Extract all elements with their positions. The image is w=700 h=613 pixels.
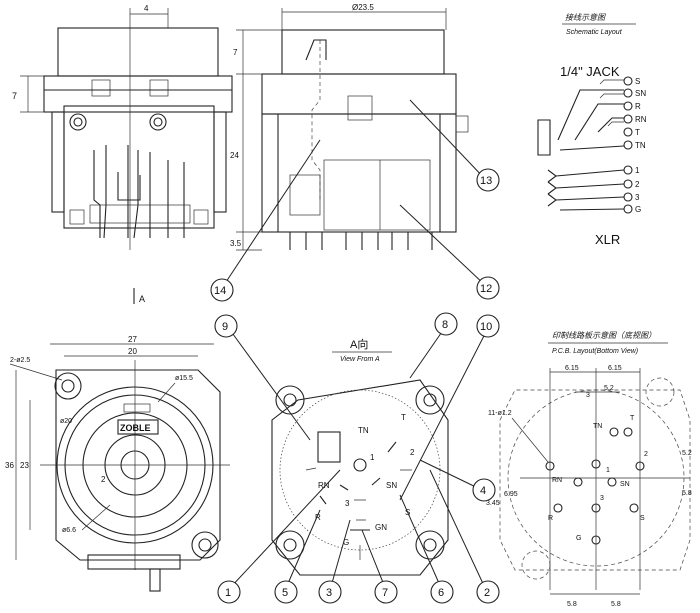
front-face-view: 27 20 2-ø2.5 ZOBLE ø15.5 ø20 ø6.6 2 36 2… [5, 335, 230, 592]
pcb-dim-bottom-right: 5.8 [611, 601, 621, 608]
side-height-bottom-label: 3.5 [230, 239, 242, 248]
callout-8: 8 [442, 319, 448, 331]
bottom-height-inner-label: 23 [20, 461, 29, 470]
schematic-title-cn: 接线示意图 [565, 13, 606, 22]
callout-2: 2 [484, 587, 490, 599]
pcb-pin-t: T [630, 415, 635, 422]
xlr-pin-2: 2 [635, 180, 640, 189]
jack-pin-rn: RN [635, 115, 647, 124]
schematic-title-en: Schematic Layout [566, 29, 623, 36]
view-a-pin-tn: TN [358, 426, 369, 435]
xlr-pin-g: G [635, 205, 641, 214]
side-height-mid-label: 24 [230, 151, 239, 160]
pcb-dim-top-left: 6.15 [565, 365, 579, 372]
pcb-dim-holes: 11-ø1.2 [488, 410, 512, 417]
view-a-pin-1: 1 [370, 453, 375, 462]
view-a-pin-t: T [401, 413, 406, 422]
view-a-pin-sn: SN [386, 481, 397, 490]
callout-4: 4 [480, 485, 486, 497]
callout-5: 5 [282, 587, 288, 599]
pcb-pin-2: 2 [644, 451, 648, 458]
pcb-pin-3: 3 [600, 495, 604, 502]
view-a-title-cn: A向 [350, 337, 368, 351]
jack-pin-tn: TN [635, 141, 646, 150]
pcb-pin-tn: TN [593, 423, 602, 430]
front-top-width-label: 4 [144, 4, 149, 13]
view-a-title-en: View From A [340, 356, 380, 363]
view-a-pin-2: 2 [410, 448, 415, 457]
pcb-pin-s: S [640, 515, 645, 522]
view-a-pin-g: G [343, 538, 349, 547]
pcb-dim-mid: 5.2 [604, 385, 614, 392]
bottom-hole-label: 2-ø2.5 [10, 357, 30, 364]
pcb-pin-1: 1 [606, 467, 610, 474]
pcb-dim-v-right1: 5.2 [682, 450, 692, 457]
pcb-dim-v-right2: 5.8 [682, 490, 692, 497]
callout-10: 10 [480, 321, 492, 333]
jack-pin-s: S [635, 77, 640, 86]
bottom-dia-small-label: ø6.6 [62, 527, 76, 534]
brand-mark: ZOBLE [120, 423, 151, 433]
view-a-pin-r: R [315, 513, 321, 522]
callout-12: 12 [480, 283, 492, 295]
side-top-width-label: Ø23.5 [352, 3, 374, 12]
pcb-dim-top-right: 6.15 [608, 365, 622, 372]
view-a-pin-rn: RN [318, 481, 330, 490]
side-height-top-label: 7 [233, 48, 238, 57]
pcb-dim-v-left: 6.95 [504, 491, 518, 498]
callout-1: 1 [225, 587, 231, 599]
pcb-pin-r: R [548, 515, 553, 522]
view-a-pin-gn: GN [375, 523, 387, 532]
front-view: 4 7 A [12, 4, 233, 304]
xlr-title: XLR [595, 232, 620, 247]
pcb-layout: 印制线路板示意图（底视图） P.C.B. Layout(Bottom View)… [486, 331, 692, 608]
view-a-mark: A [139, 294, 145, 304]
callout-leaders [221, 99, 489, 591]
view-from-a: A向 View From A TN T RN R SN S GN G 1 2 3 [271, 337, 449, 576]
jack-pin-sn: SN [635, 89, 646, 98]
pcb-dim-bottom-left: 5.8 [567, 601, 577, 608]
bottom-dia-mid-label: ø20 [60, 418, 72, 425]
callout-7: 7 [382, 587, 388, 599]
pcb-pin-rn: RN [552, 477, 562, 484]
bottom-dia-large-label: ø15.5 [175, 375, 193, 382]
xlr-pin-1: 1 [635, 166, 640, 175]
bottom-pin-label: 2 [101, 475, 106, 484]
jack-title: 1/4" JACK [560, 64, 620, 79]
jack-pin-t: T [635, 128, 640, 137]
callout-14: 14 [214, 285, 226, 297]
side-view: Ø23.5 7 24 3.5 [230, 3, 469, 251]
jack-pin-r: R [635, 102, 641, 111]
pcb-pin-g: G [576, 535, 581, 542]
xlr-pin-list: 1 2 3 G [623, 165, 641, 214]
callout-3: 3 [326, 587, 332, 599]
pcb-dim-small: 3 [586, 392, 590, 399]
schematic-layout: 接线示意图 Schematic Layout 1/4" JACK S SN R … [537, 13, 647, 247]
callout-6: 6 [438, 587, 444, 599]
callout-9: 9 [222, 321, 228, 333]
front-left-height-label: 7 [12, 91, 17, 101]
view-a-pin-3: 3 [345, 499, 350, 508]
pcb-title-en: P.C.B. Layout(Bottom View) [552, 348, 638, 355]
jack-pin-list: S SN R RN T TN [623, 76, 647, 150]
callout-13: 13 [480, 175, 492, 187]
bottom-width-inner-label: 20 [128, 347, 137, 356]
bottom-height-outer-label: 36 [5, 461, 14, 470]
callout-bubbles: 1 2 3 4 5 6 7 8 9 10 12 13 14 [210, 168, 500, 604]
pcb-title-cn: 印制线路板示意图（底视图） [552, 331, 656, 340]
bottom-width-outer-label: 27 [128, 335, 137, 344]
xlr-pin-3: 3 [635, 193, 640, 202]
pcb-pin-sn: SN [620, 481, 630, 488]
pcb-dim-v-far: 3.45 [486, 500, 500, 507]
